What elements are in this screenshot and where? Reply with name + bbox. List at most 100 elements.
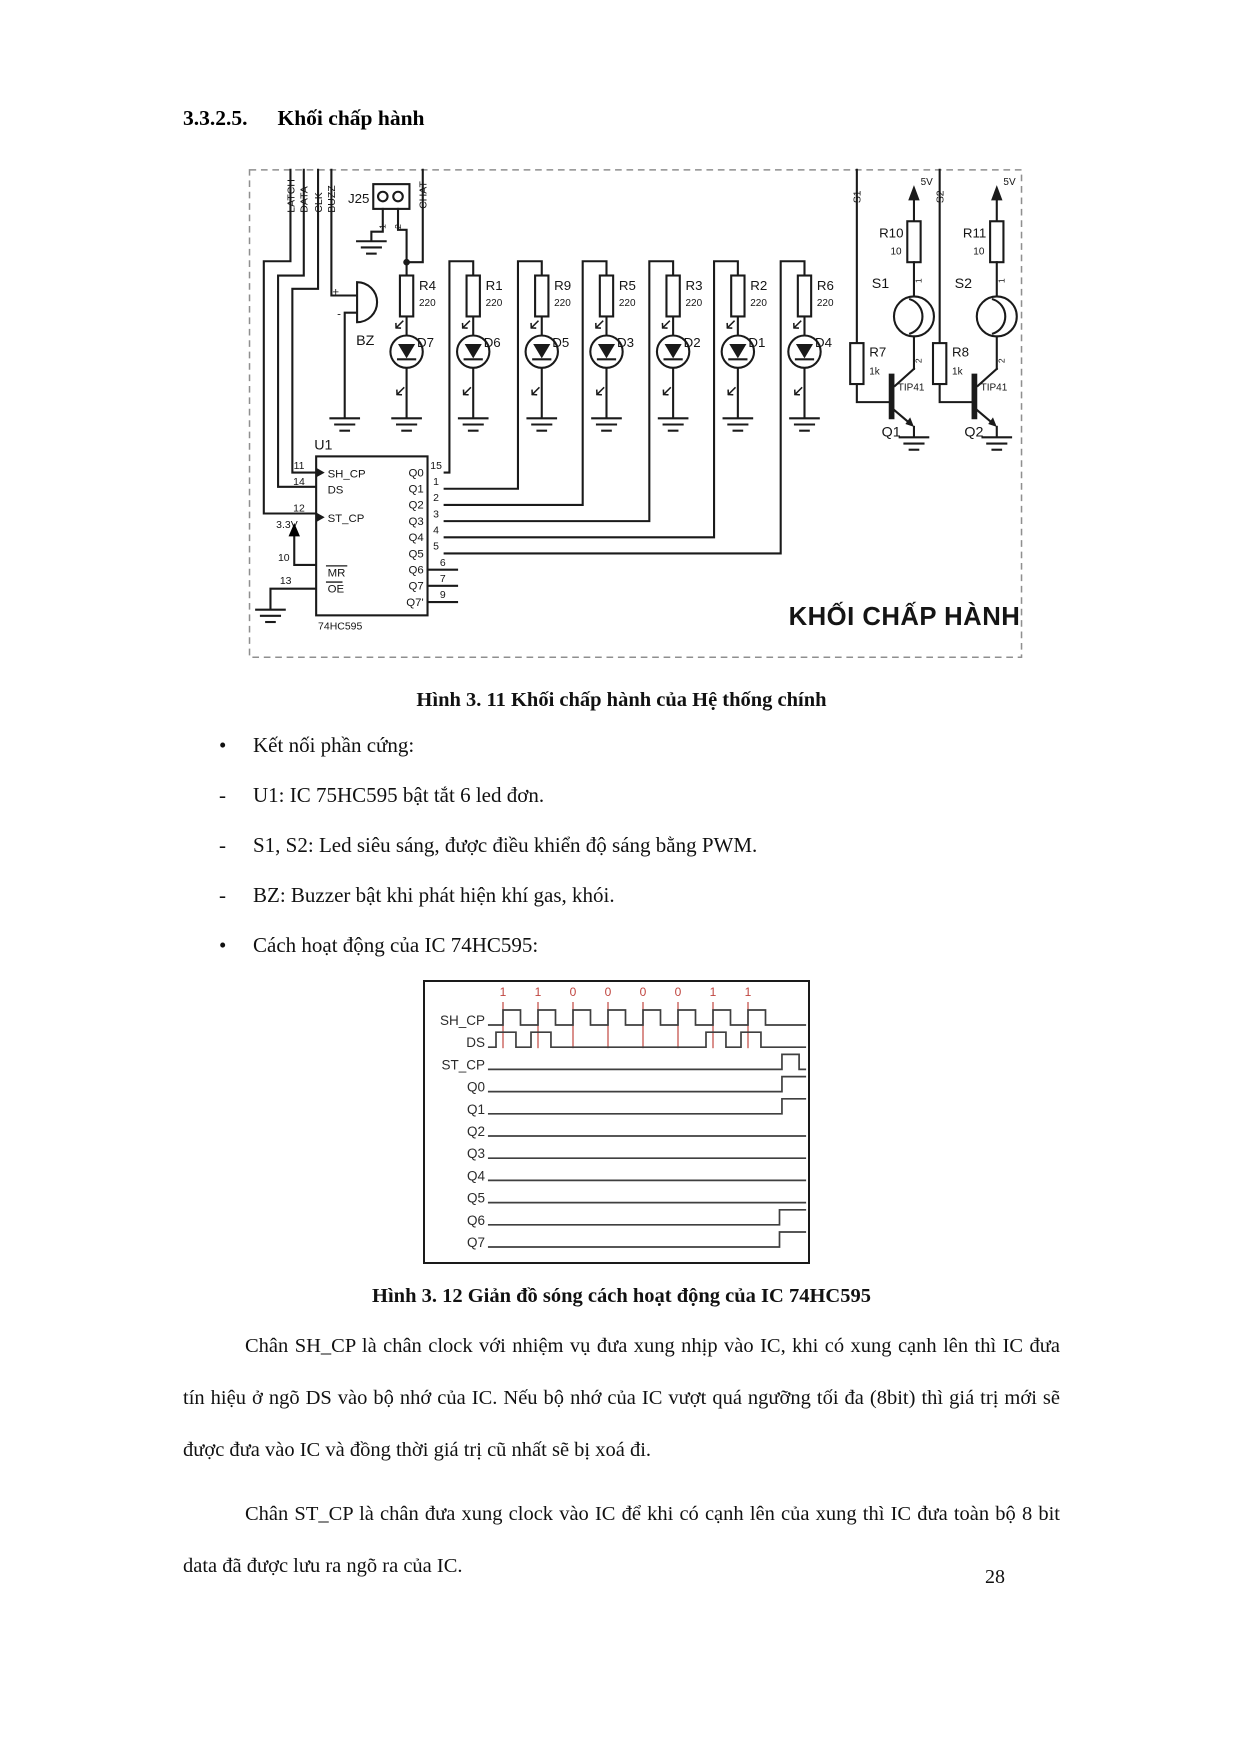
pin-number: 13 xyxy=(280,576,292,587)
ground-icon xyxy=(789,417,820,432)
schematic-border xyxy=(248,169,1023,659)
resistor-value: 220 xyxy=(750,298,767,309)
buzzer-minus: - xyxy=(337,308,341,320)
led-arrow-icon xyxy=(396,387,405,396)
pin-name: Q7' xyxy=(406,597,423,609)
list-item: - S1, S2: Led siêu sáng, được điều khiển … xyxy=(183,830,1060,860)
pin-number: 3 xyxy=(433,509,439,520)
wire-label-buzz: BUZZ xyxy=(327,185,338,213)
pin-name: Q7 xyxy=(409,581,424,593)
svg-text:Q7: Q7 xyxy=(467,1235,485,1250)
transistor-ref: Q2 xyxy=(964,424,983,440)
bullet-marker: • xyxy=(219,933,227,957)
resistor-ref: R1 xyxy=(486,278,503,293)
svg-text:1: 1 xyxy=(535,985,542,999)
ground-icon xyxy=(391,417,422,432)
bullet-text: U1: IC 75HC595 bật tắt 6 led đơn. xyxy=(253,783,545,807)
section-title: Khối chấp hành xyxy=(277,106,425,130)
ground-icon xyxy=(457,417,489,432)
control-wires: LATCH DATA CLK BUZZ xyxy=(262,168,359,515)
ic-ref: U1 xyxy=(314,438,332,454)
page-number: 28 xyxy=(985,1566,1005,1588)
dash-marker: - xyxy=(219,833,226,857)
resistor-ref: R7 xyxy=(869,344,886,359)
pin-number: 10 xyxy=(278,553,290,564)
resistor-value: 1k xyxy=(952,367,963,378)
svg-text:0: 0 xyxy=(570,985,577,999)
pin-number: 9 xyxy=(440,590,446,601)
wire-label-data: DATA xyxy=(300,186,311,212)
led-ref: D4 xyxy=(815,335,833,350)
pin-name: ST_CP xyxy=(328,513,365,525)
buzzer: + - BZ xyxy=(329,281,379,432)
pin-number: 4 xyxy=(433,525,439,536)
led-column: R1 220 D6 xyxy=(455,274,503,432)
resistor-value: 220 xyxy=(619,298,636,309)
ground-icon xyxy=(657,417,689,432)
resistor-ref: R5 xyxy=(619,278,636,293)
led-ref: D2 xyxy=(684,335,701,350)
resistor-ref: R9 xyxy=(554,278,571,293)
driver-branch: S1 5V R10 10 1 S1 2 R7 1k TIP41 Q1 xyxy=(849,168,935,451)
resistor-value: 10 xyxy=(973,247,985,258)
supply-arrow-icon xyxy=(991,185,1003,201)
transistor-ref: Q1 xyxy=(882,424,901,440)
pin-name: Q4 xyxy=(409,532,425,544)
wire-label-latch: LATCH xyxy=(286,179,297,213)
led-column: R3 220 D2 xyxy=(655,274,703,432)
svg-text:Q6: Q6 xyxy=(467,1213,485,1228)
led-arrow-icon xyxy=(395,320,404,329)
pin-name: DS xyxy=(328,485,344,497)
led-ref: D1 xyxy=(748,335,765,350)
paragraph-sh-cp: Chân SH_CP là chân clock với nhiệm vụ đư… xyxy=(183,1335,1060,1461)
svg-text:0: 0 xyxy=(675,985,682,999)
pin-name: Q1 xyxy=(409,484,424,496)
resistor-ref: R4 xyxy=(419,278,437,293)
pin-number: 7 xyxy=(440,574,446,585)
resistor-ref: R2 xyxy=(750,278,767,293)
svg-text:DS: DS xyxy=(466,1035,485,1050)
pin-number: 6 xyxy=(440,558,446,569)
dash-marker: - xyxy=(219,883,226,907)
resistor-value: 220 xyxy=(419,298,436,309)
bullet-text: S1, S2: Led siêu sáng, được điều khiển đ… xyxy=(253,833,758,857)
svg-text:1: 1 xyxy=(500,985,507,999)
svg-text:SH_CP: SH_CP xyxy=(440,1013,485,1028)
ic-part: 74HC595 xyxy=(318,622,362,633)
transistor-part: TIP41 xyxy=(898,383,925,394)
ground-icon xyxy=(356,240,387,255)
led-ref: D3 xyxy=(617,335,634,350)
resistor-ref: R11 xyxy=(963,225,986,240)
figure-caption-3-12: Hình 3. 12 Giản đồ sóng cách hoạt động c… xyxy=(372,1285,871,1307)
svg-text:Q1: Q1 xyxy=(467,1102,485,1117)
ground-icon xyxy=(722,417,754,432)
led-column: R4 220 D7 xyxy=(389,274,437,432)
svg-text:1: 1 xyxy=(745,985,752,999)
pin-number: 11 xyxy=(294,461,305,472)
resistor-value: 220 xyxy=(817,298,834,309)
resistor-ref: R8 xyxy=(952,344,969,359)
lamp-pin1: 1 xyxy=(996,278,1006,283)
bullet-text: Kết nối phần cứng: xyxy=(253,733,415,757)
lamp-pin2: 2 xyxy=(914,358,924,363)
buzzer-plus: + xyxy=(332,287,339,299)
led-ref: D7 xyxy=(417,335,434,350)
supply-arrow-icon xyxy=(908,185,920,201)
output-routes xyxy=(443,260,806,555)
resistor-ref: R6 xyxy=(817,278,834,293)
ground-icon xyxy=(255,608,286,624)
pin-number: 15 xyxy=(430,461,442,472)
pin-name: Q6 xyxy=(409,564,424,576)
schematic-figure: LATCH DATA CLK BUZZ J25 1 2 CHAT + - B xyxy=(248,168,1023,659)
list-item: -BZ: Buzzer bật khi phát hiện khí gas, k… xyxy=(183,880,1060,910)
led-column: R6 220 D4 xyxy=(787,274,834,432)
driver-branch: S2 5V R11 10 1 S2 2 R8 1k TIP41 Q2 xyxy=(931,168,1018,451)
junction-dot xyxy=(403,258,410,266)
connector-ref: J25 xyxy=(348,191,369,206)
pin-name: Q0 xyxy=(409,467,424,479)
svg-text:Q3: Q3 xyxy=(467,1146,485,1161)
led-ref: D5 xyxy=(552,335,569,350)
list-item: •Cách hoạt động của IC 74HC595: xyxy=(183,930,1060,960)
